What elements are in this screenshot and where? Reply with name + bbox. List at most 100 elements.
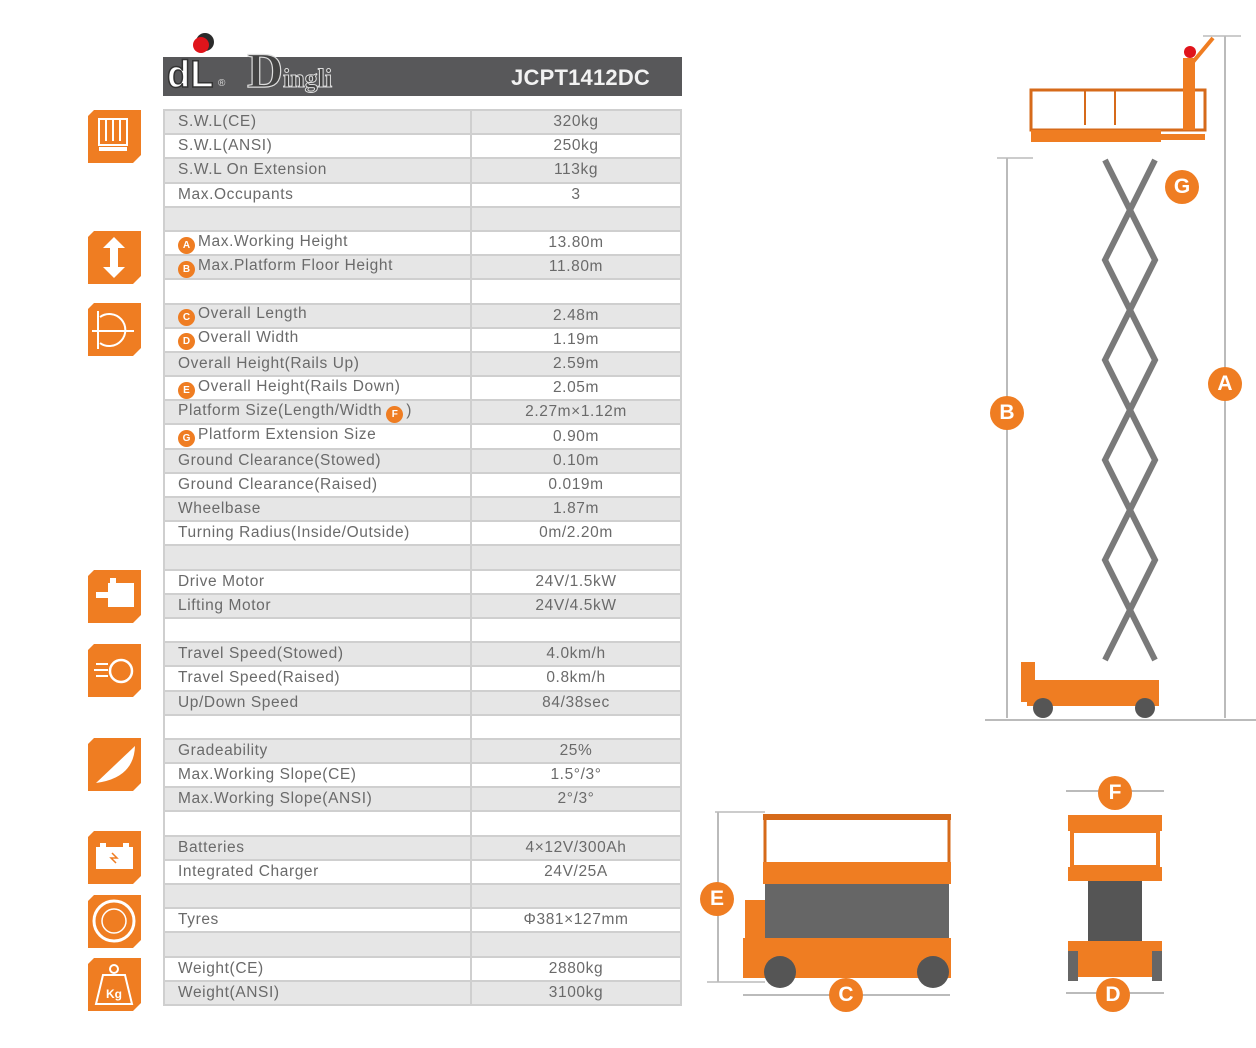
spec-label: Platform Extension Size — [198, 426, 377, 444]
dimension-badge-icon: F — [386, 405, 404, 423]
spec-label-cell: S.W.L(ANSI) — [163, 133, 472, 160]
spec-label-cell — [163, 882, 472, 910]
front-view-diagram — [1066, 790, 1164, 994]
svg-text:ingli: ingli — [283, 64, 332, 93]
spec-row — [163, 544, 682, 571]
spec-label-cell: Up/Down Speed — [163, 689, 472, 716]
spec-value: 0.90m — [470, 423, 682, 450]
dingli-logo: dL ® D ingli — [166, 33, 333, 96]
spec-row: Ground Clearance(Stowed)0.10m — [163, 447, 682, 474]
spec-label: Travel Speed(Stowed) — [178, 645, 344, 663]
spec-label-cell: Max.Working Slope(CE) — [163, 762, 472, 789]
dimension-badge-icon: E — [178, 381, 195, 399]
spec-value: 3 — [470, 181, 682, 208]
spec-row: Travel Speed(Raised)0.8km/h — [163, 665, 682, 692]
spec-label: S.W.L(ANSI) — [178, 137, 273, 155]
dimension-badge-icon: D — [178, 333, 195, 351]
spec-label-cell — [163, 205, 472, 232]
spec-label-cell — [163, 810, 472, 837]
spec-row — [163, 713, 682, 740]
spec-value: 1.19m — [470, 326, 682, 353]
dimension-badge-icon: A — [178, 236, 195, 254]
tyre-icon — [88, 895, 141, 948]
dimension-g-marker: G — [1165, 170, 1199, 204]
spec-row — [163, 882, 682, 910]
svg-text:dL: dL — [167, 54, 213, 96]
header-bar: JCPT1412DC — [163, 57, 682, 96]
spec-label-cell — [163, 278, 472, 305]
dimension-badge-icon: G — [178, 430, 195, 448]
spec-value: 13.80m — [470, 229, 682, 257]
spec-row: Wheelbase 1.87m — [163, 495, 682, 523]
spec-label-cell: Weight(ANSI) — [163, 979, 472, 1006]
dimension-c-marker: C — [829, 978, 863, 1012]
slope-icon — [88, 738, 141, 791]
spec-value — [470, 931, 682, 958]
spec-value: 2.05m — [470, 375, 682, 402]
spec-label-cell: Gradeability — [163, 737, 472, 765]
spec-label: Tyres — [178, 911, 219, 929]
spec-label: Overall Width — [198, 329, 299, 347]
spec-label-cell: Turning Radius(Inside/Outside) — [163, 520, 472, 547]
spec-label: Weight(CE) — [178, 959, 264, 977]
spec-value: 250kg — [470, 133, 682, 160]
spec-value: 24V/4.5kW — [470, 592, 682, 619]
spec-value: 3100kg — [470, 979, 682, 1006]
dimension-a-marker: A — [1208, 367, 1242, 401]
spec-label-cell: Ground Clearance(Stowed) — [163, 447, 472, 474]
spec-value: 24V/25A — [470, 858, 682, 886]
spec-label-cell: Travel Speed(Stowed) — [163, 641, 472, 668]
spec-label-cell — [163, 713, 472, 740]
spec-label-suffix: ) — [406, 401, 413, 419]
spec-label: Overall Height(Rails Down) — [198, 377, 401, 395]
spec-row: Travel Speed(Stowed)4.0km/h — [163, 641, 682, 668]
spec-label: Platform Size(Length/Width — [178, 401, 383, 419]
spec-row: Weight(CE) 2880kg — [163, 955, 682, 982]
spec-label-cell: Tyres — [163, 907, 472, 934]
dimension-b-marker: B — [990, 396, 1024, 430]
spec-value: 0.10m — [470, 447, 682, 474]
spec-value: 2°/3° — [470, 786, 682, 813]
spec-label: S.W.L(CE) — [178, 113, 257, 131]
spec-value: 11.80m — [470, 254, 682, 281]
spec-row: Turning Radius(Inside/Outside) 0m/2.20m — [163, 520, 682, 547]
spec-value: 1.5°/3° — [470, 762, 682, 789]
spec-label-cell — [163, 544, 472, 571]
spec-value: 84/38sec — [470, 689, 682, 716]
spec-row: Weight(ANSI)3100kg — [163, 979, 682, 1006]
spec-label-cell: Integrated Charger — [163, 858, 472, 886]
spec-label-cell: Batteries — [163, 834, 472, 861]
spec-label: Max.Working Height — [198, 232, 349, 250]
spec-value: 4×12V/300Ah — [470, 834, 682, 861]
spec-value: 2880kg — [470, 955, 682, 982]
dimension-d-marker: D — [1096, 978, 1130, 1012]
spec-label: Integrated Charger — [178, 862, 319, 880]
spec-label: Overall Height(Rails Up) — [178, 354, 360, 372]
spec-row: Max.Working Slope(ANSI) 2°/3° — [163, 786, 682, 813]
dimension-badge-icon: B — [178, 260, 195, 278]
spec-value: 2.27m×1.12m — [470, 399, 682, 426]
spec-value: 0m/2.20m — [470, 520, 682, 547]
spec-label: Wheelbase — [178, 500, 261, 518]
svg-text:Kg: Kg — [106, 987, 122, 1001]
model-name: JCPT1412DC — [511, 65, 650, 90]
spec-label-cell: Travel Speed(Raised) — [163, 665, 472, 692]
spec-label: Max.Working Slope(ANSI) — [178, 790, 373, 808]
svg-text:®: ® — [218, 78, 226, 89]
spec-value: 1.87m — [470, 495, 682, 523]
spec-label: Turning Radius(Inside/Outside) — [178, 524, 410, 542]
spec-value — [470, 616, 682, 644]
